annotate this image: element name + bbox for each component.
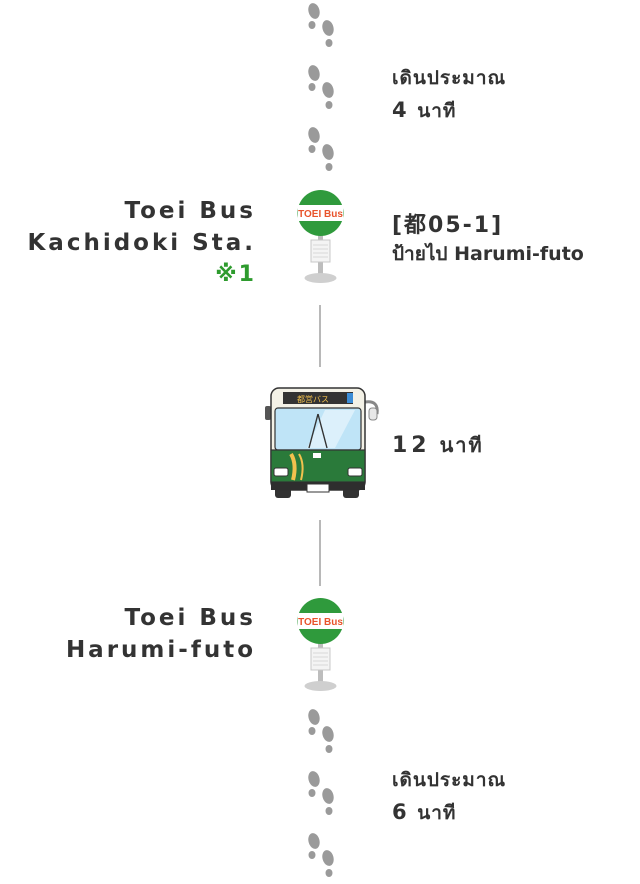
bus-stop-icon: TOEI Bus	[297, 190, 344, 283]
walk-start-unit: นาที	[417, 100, 457, 122]
footsteps-icon	[306, 125, 336, 171]
footsteps-icon	[306, 707, 336, 753]
walk-start-label: เดินประมาณ	[392, 67, 507, 89]
ride-minutes: 12	[392, 433, 431, 458]
route-destination: ป้ายไป Harumi-futo	[392, 243, 584, 265]
walk-end-text: เดินประมาณ 6 นาที	[392, 764, 506, 829]
route-code: [都05-1]	[392, 213, 504, 238]
stop-start-name: Toei Bus Kachidoki Sta. ※1	[27, 195, 256, 291]
stop-start-line1: Toei Bus	[124, 198, 256, 224]
route-line	[319, 520, 321, 586]
walk-start-text: เดินประมาณ 4 นาที	[392, 62, 506, 127]
stop-start-line2: Kachidoki Sta.	[27, 230, 256, 256]
footsteps-icon	[306, 769, 336, 815]
route-text: [都05-1] ป้ายไป Harumi-futo	[392, 212, 584, 268]
bus-icon: 都営バス	[265, 387, 379, 498]
walk-end-minutes: 6	[392, 800, 410, 824]
stop-end-line2: Harumi-futo	[65, 637, 256, 663]
ride-unit: นาที	[439, 433, 484, 457]
route-line	[319, 305, 321, 367]
bus-destination-sign: 都営バス	[297, 394, 329, 404]
ride-duration: 12 นาที	[392, 432, 484, 461]
bus-stop-sign-text: TOEI Bus	[298, 617, 343, 628]
footsteps-icon	[306, 1, 336, 47]
walk-end-unit: นาที	[417, 802, 457, 824]
bus-stop-sign-text: TOEI Bus	[298, 209, 343, 220]
stop-end-name: Toei Bus Harumi-futo	[66, 602, 256, 666]
stop-start-note: ※1	[215, 262, 256, 287]
footsteps-icon	[306, 63, 336, 109]
bus-stop-icon: TOEI Bus	[297, 598, 344, 691]
stop-end-line1: Toei Bus	[124, 605, 256, 631]
walk-end-label: เดินประมาณ	[392, 769, 507, 791]
footsteps-icon	[306, 831, 336, 877]
walk-start-minutes: 4	[392, 98, 410, 122]
